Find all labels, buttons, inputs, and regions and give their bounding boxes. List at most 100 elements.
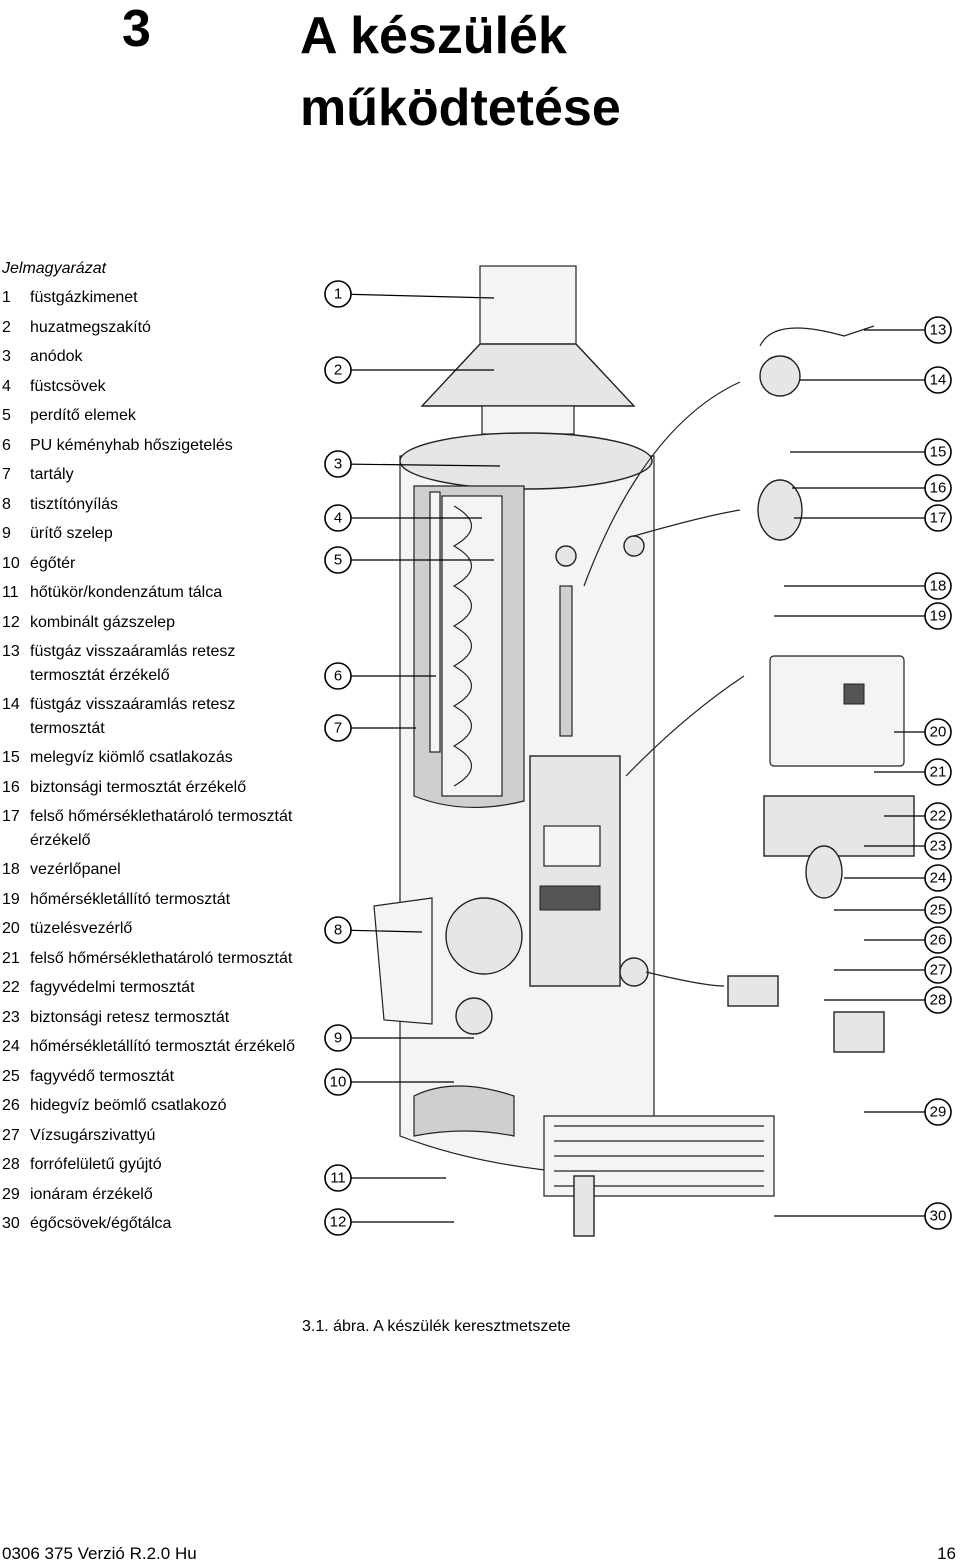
legend-item-text: PU kéményhab hőszigetelés [30,436,233,454]
legend-item-number: 20 [2,920,20,937]
callout-circle [324,1024,352,1052]
callout-badge: 8 [324,916,352,944]
callout-circle [324,1208,352,1236]
callout-number: 10 [330,1074,347,1091]
callout-badge: 24 [924,864,952,892]
callout-badge: 25 [924,896,952,924]
cross-section-drawing: 1234567891011121314151617181920212223242… [324,265,952,1237]
legend-item-text: forrófelületű gyújtó [30,1156,162,1173]
callout-badge: 5 [324,546,352,574]
callout-circle [924,956,952,984]
callout-badge: 9 [324,1024,352,1052]
legend-item-number: 14 [2,696,20,713]
callout-badge: 29 [924,1098,952,1126]
callout-number: 28 [930,992,947,1009]
callout-number: 5 [334,552,342,569]
figure-caption: 3.1. ábra. A készülék keresztmetszete [302,1318,571,1335]
legend-item-number: 9 [2,525,11,542]
callout-number: 29 [930,1104,947,1121]
igniter [833,1011,885,1053]
legend-item-text: égőcsövek/égőtálca [30,1215,172,1232]
flue-spill-thermostat [759,355,801,397]
callout-circle [924,572,952,600]
baffle-spiral [452,505,472,787]
callout-number: 18 [930,578,947,595]
detail-arrow-2 [633,509,741,537]
legend-item-text: fagyvédelmi termosztát [30,979,195,996]
callout-number: 17 [930,510,947,527]
callout-number: 11 [330,1170,346,1187]
callout-badge: 28 [924,986,952,1014]
callout-number: 1 [334,286,342,303]
thermostat-cluster [763,795,915,857]
legend-item-text: hidegvíz beömlő csatlakozó [30,1097,227,1114]
legend-item-number: 23 [2,1008,20,1026]
legend-item-text: füstgázkimenet [30,289,138,306]
legend-item: 23 biztonsági retesz termosztát [2,1006,302,1030]
legend-item-text: füstgáz visszaáramlás retesz termosztát [30,696,236,737]
legend-title: Jelmagyarázat [2,260,107,277]
detail-arrow-3 [625,675,745,777]
callout-badge: 19 [924,602,952,630]
callout-circle [924,438,952,466]
hot-water-outlet [757,479,803,541]
callout-circle [324,1164,352,1192]
sensor-port-2 [623,535,645,557]
legend-item-text: hőmérsékletállító termosztát [30,890,231,908]
legend-item-number: 8 [2,495,11,513]
callout-circle [924,504,952,532]
legend-item-number: 1 [2,289,11,306]
callout-number: 20 [930,724,947,741]
callout-number: 12 [330,1214,347,1231]
callout-number: 6 [334,668,342,685]
callout-badge: 27 [924,956,952,984]
callout-number: 15 [930,444,947,461]
legend-item-number: 16 [2,778,20,796]
detail-arrow-1 [583,381,741,587]
callout-leader [337,929,423,933]
callout-badge: 16 [924,474,952,502]
legend-item-text: anódok [30,348,83,365]
drain-valve [455,997,493,1035]
cleanout-flange [445,897,523,975]
callout-circle [924,1202,952,1230]
callout-circle [924,926,952,954]
callout-circle [324,662,352,690]
legend-item-text: melegvíz kiömlő csatlakozás [30,749,233,766]
legend-item-text: füstgáz visszaáramlás retesz termosztát … [30,643,236,684]
legend-item-text: fagyvédő termosztát [30,1067,175,1085]
legend-item-number: 7 [2,466,11,483]
legend-item-number: 15 [2,749,20,766]
legend-item-number: 22 [2,979,20,996]
callout-number: 9 [334,1030,342,1047]
callout-number: 23 [930,838,947,855]
callout-number: 22 [930,808,947,825]
legend-item-number: 13 [2,643,20,660]
legend-item-text: biztonsági retesz termosztát [30,1008,230,1026]
callout-number: 27 [930,962,947,979]
footer-doc-ref: 0306 375 Verzió R.2.0 Hu [2,1544,197,1563]
callout-number: 30 [930,1208,947,1225]
callout-badge: 30 [924,1202,952,1230]
control-chip [843,683,865,705]
control-panel [529,755,621,987]
legend-item-text: füstcsövek [30,377,106,395]
legend-item: 1 füstgázkimenet [2,286,302,310]
cleanout-cover [373,897,433,1025]
